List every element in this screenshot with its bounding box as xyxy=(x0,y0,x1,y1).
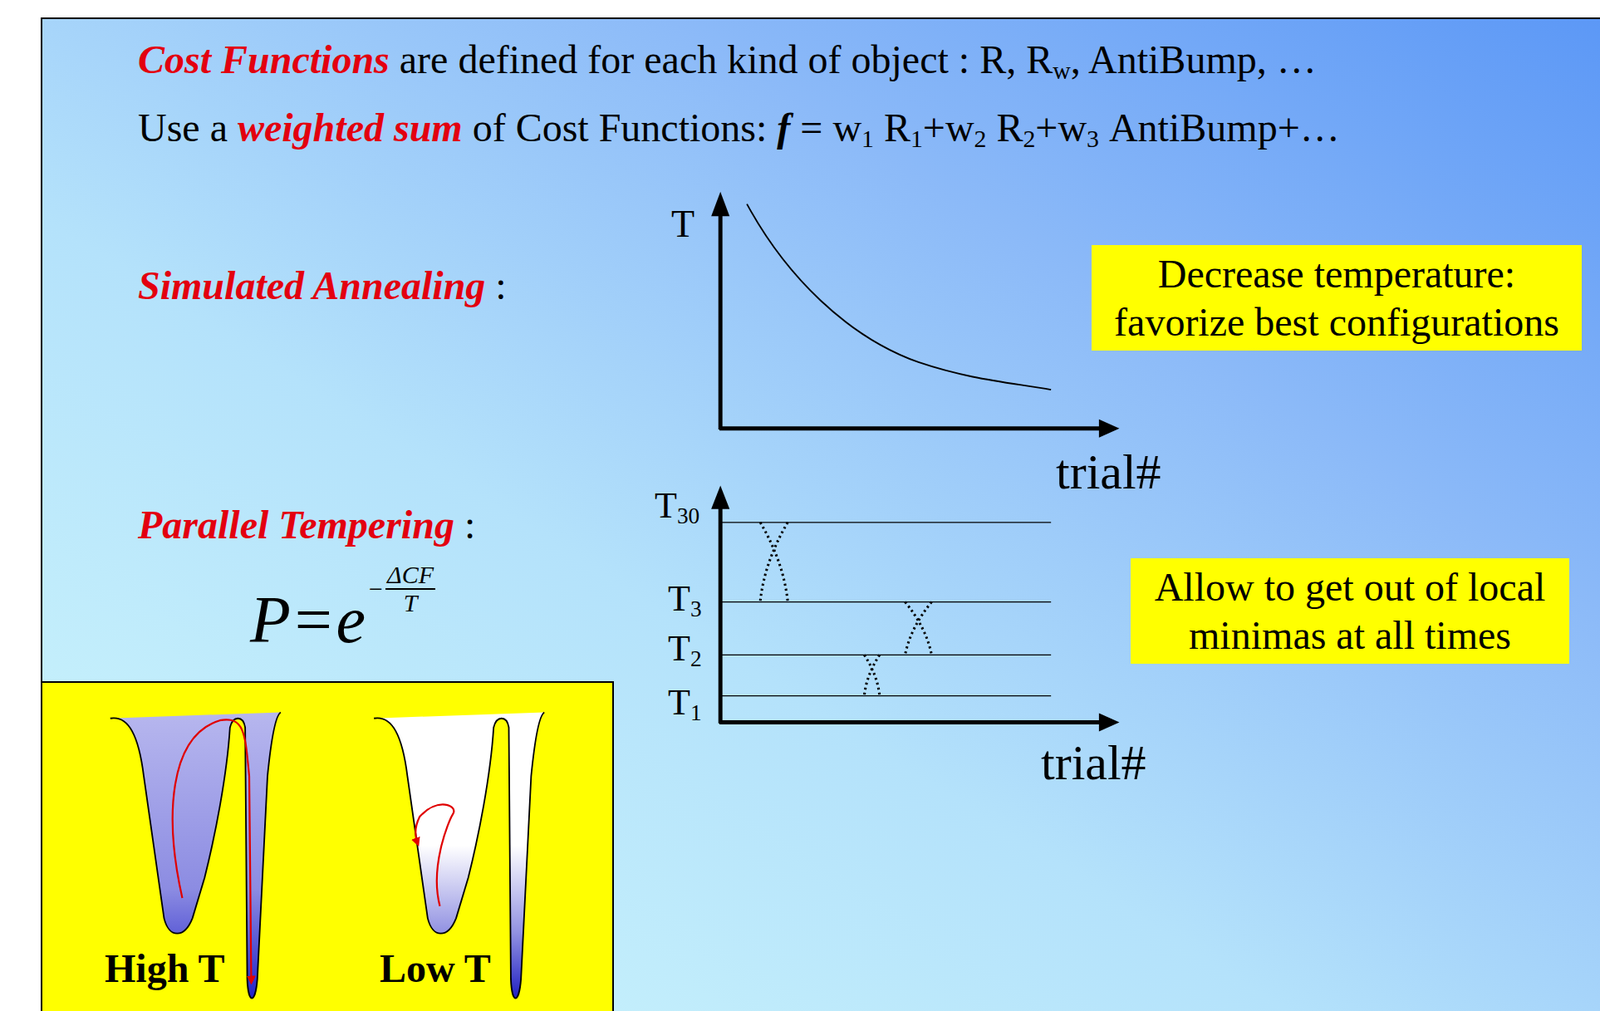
well-caption: Low T xyxy=(379,947,491,992)
symbol: R xyxy=(883,105,911,150)
formula-symbol: ΔCF xyxy=(385,561,436,590)
keyword: Parallel Tempering xyxy=(137,502,455,547)
fraction: ΔCFT xyxy=(385,561,436,616)
subscript: 1 xyxy=(910,124,923,153)
body-text: Use a xyxy=(137,105,228,150)
formula-symbol: T xyxy=(403,589,418,617)
subscript: 30 xyxy=(677,503,700,529)
body-text: = w xyxy=(800,105,862,150)
axis-label: T xyxy=(667,628,691,669)
axis-label: trial# xyxy=(1040,734,1147,792)
keyword: weighted sum xyxy=(237,105,463,150)
formula-symbol: e xyxy=(336,583,367,657)
formula-symbol: − xyxy=(368,575,383,603)
axis-label: T xyxy=(671,202,695,246)
method-heading: Simulated Annealing: xyxy=(137,262,507,309)
body-text: , AntiBump, … xyxy=(1070,37,1317,82)
formula-line: Use aweighted sumof Cost Functions:f= w1… xyxy=(137,104,1340,154)
subscript: 2 xyxy=(974,124,987,153)
subscript: 3 xyxy=(1086,124,1100,153)
subscript: 2 xyxy=(1022,124,1036,153)
illustration-panel: High T Low T xyxy=(40,681,614,1011)
axis-label: T xyxy=(654,485,678,526)
formula-exponent: −ΔCFT xyxy=(368,561,436,616)
keyword: Cost Functions xyxy=(137,37,390,82)
annealing-chart xyxy=(711,191,1120,438)
tempering-chart xyxy=(711,485,1120,732)
note-box: Decrease temperature: favorize best conf… xyxy=(1091,245,1582,351)
note-text: Decrease temperature: favorize best conf… xyxy=(1098,250,1576,346)
temperature-label: T30 xyxy=(654,485,700,530)
axis-label: T xyxy=(667,578,691,619)
formula-symbol: P xyxy=(250,583,291,657)
colon: : xyxy=(464,502,476,547)
note-text: Allow to get out of local minimas at all… xyxy=(1137,563,1563,659)
temperature-label: T2 xyxy=(667,628,702,673)
temperature-label: T1 xyxy=(667,682,702,727)
axis-label: trial# xyxy=(1055,443,1162,501)
body-text: +w xyxy=(1035,105,1087,150)
formula-main: P=e xyxy=(250,586,366,653)
acceptance-formula: P=e−ΔCFT xyxy=(250,561,436,653)
body-text: are defined for each kind of object : R,… xyxy=(399,37,1053,82)
intro-line: Cost Functionsare defined for each kind … xyxy=(137,36,1317,86)
well-caption: High T xyxy=(104,947,226,992)
colon: : xyxy=(495,263,506,308)
subscript: 2 xyxy=(690,646,702,672)
axis-label: T xyxy=(667,682,691,723)
low-t-well xyxy=(373,711,545,998)
symbol: f xyxy=(776,105,791,150)
body-text: of Cost Functions: xyxy=(472,105,768,150)
temperature-label: T3 xyxy=(667,578,702,623)
subscript: 1 xyxy=(861,124,874,153)
body-text: +w xyxy=(922,105,975,150)
note-box: Allow to get out of local minimas at all… xyxy=(1130,558,1570,664)
subscript: w xyxy=(1052,56,1071,84)
axis-label: trial# xyxy=(1055,444,1162,500)
axis-label: trial# xyxy=(1040,735,1147,791)
subscript: 3 xyxy=(690,596,702,622)
symbol: R xyxy=(996,105,1023,150)
body-text: AntiBump+… xyxy=(1109,105,1340,150)
keyword: Simulated Annealing xyxy=(137,263,486,308)
axis-label: T xyxy=(671,202,695,247)
formula-symbol: = xyxy=(294,583,333,657)
subscript: 1 xyxy=(690,700,702,726)
method-heading: Parallel Tempering: xyxy=(137,501,476,548)
